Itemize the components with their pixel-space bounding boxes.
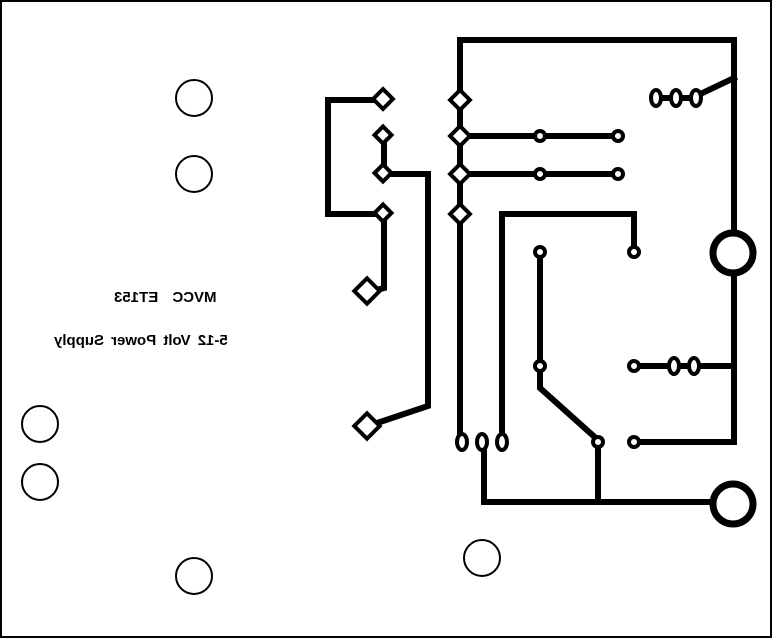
pad-o6 [455,432,469,452]
pad-r8 [627,359,641,373]
pad-o8 [495,432,509,452]
pad-terminal-1 [709,229,757,277]
pad-r4 [611,167,625,181]
pad-d10 [351,410,383,442]
pad-r7 [533,359,547,373]
pad-d8 [447,201,473,227]
trace-long-drop [364,171,431,430]
pad-d2 [371,123,395,147]
pad-o5 [687,356,701,376]
pad-d5 [447,87,473,113]
pad-d4 [371,201,395,225]
hole-5 [463,539,501,577]
trace-bottom-bus [481,437,737,505]
hole-3 [21,405,59,443]
copper-traces [325,37,738,505]
pad-r10 [627,435,641,449]
hole-6 [175,557,213,595]
pad-o4 [667,356,681,376]
pad-r5 [533,245,547,259]
trace-left-loop [325,97,387,296]
pad-r1 [533,129,547,143]
mounting-holes [21,79,501,595]
pads [351,86,757,528]
pad-o1 [649,88,663,108]
trace-mid-l [499,211,637,443]
pad-d6 [447,123,473,149]
pad-o2 [669,88,683,108]
pad-d1 [370,86,396,112]
pad-d9 [351,275,383,307]
pad-o3 [689,88,703,108]
trace-top-rail [457,37,737,255]
pad-o7 [475,432,489,452]
board-subtitle: 5-12 Volt Power Supply [54,332,228,349]
pad-r2 [611,129,625,143]
pad-terminal-2 [709,480,757,528]
hole-4 [21,463,59,501]
pad-d3 [371,161,395,185]
pad-r9 [591,435,605,449]
pad-r6 [627,245,641,259]
trace-right-rail-low [631,249,737,445]
trace-diagonal [537,249,603,445]
pad-d7 [447,161,473,187]
hole-1 [175,79,213,117]
hole-2 [175,155,213,193]
pad-r3 [533,167,547,181]
board-title: MVCC ET153 [114,289,217,306]
